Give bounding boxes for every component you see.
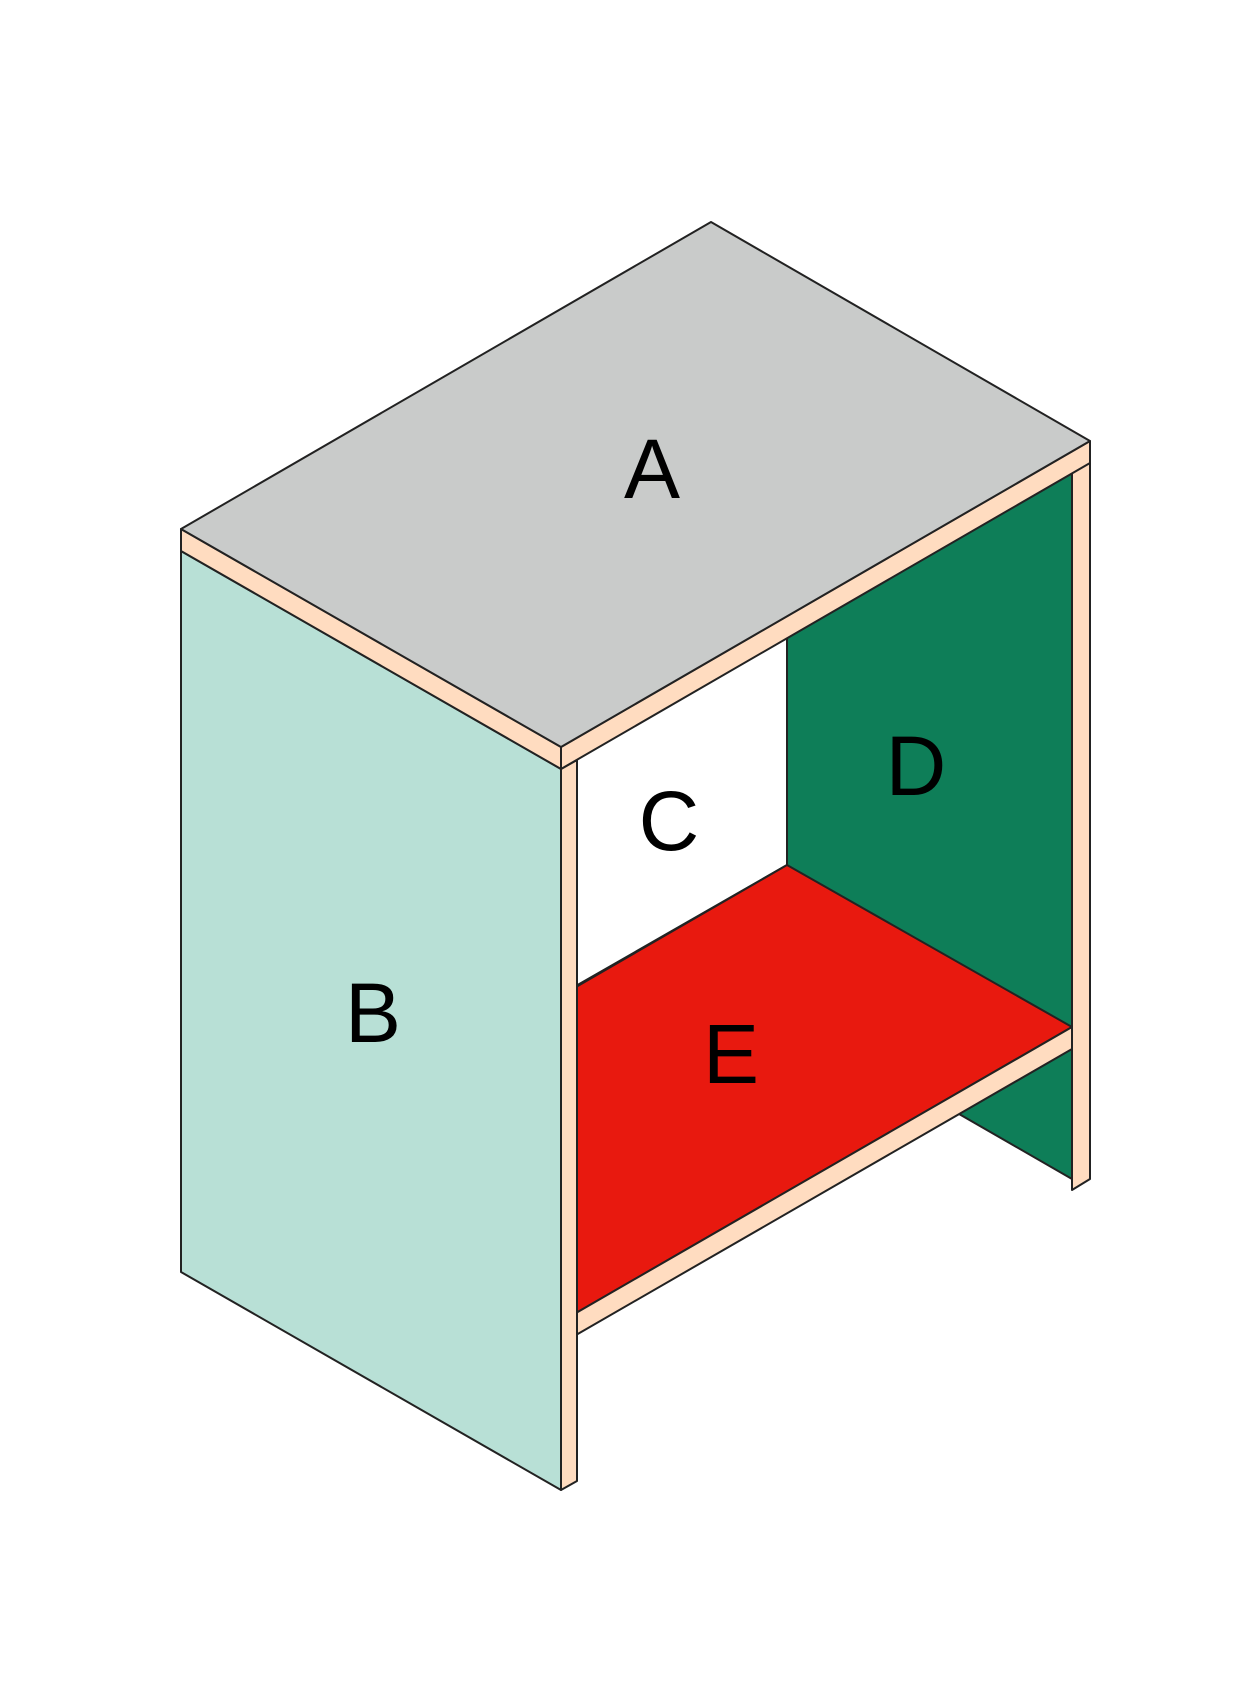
panel-a-top [180,221,1091,748]
label-b: B [345,966,401,1060]
label-e: E [703,1007,759,1101]
left-side-edge [560,759,578,1491]
label-d: D [886,719,947,813]
label-c: C [639,774,700,868]
label-a: A [624,422,680,516]
right-side-edge [1071,450,1091,1191]
